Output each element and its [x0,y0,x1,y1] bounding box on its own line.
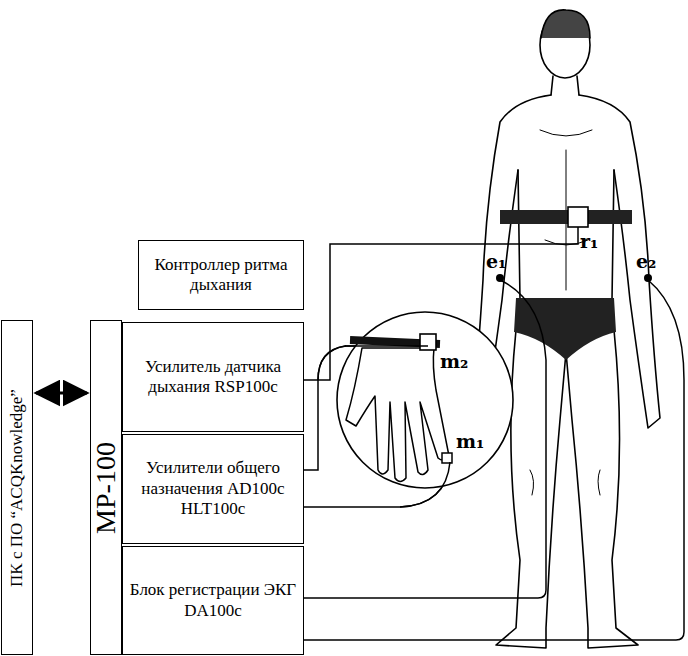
box-text: MP-100 [89,442,123,534]
box-text: Блок регистрации ЭКГ DA100c [123,580,303,621]
controller-box: Контроллер ритма дыхания [138,240,304,310]
double-arrow [36,392,87,395]
box-text: Контроллер ритма дыхания [139,255,303,296]
ecg-unit-box: Блок регистрации ЭКГ DA100c [122,546,304,655]
box-text: Усилитель датчика дыхания RSP100c [123,357,303,398]
sensor-label: r₁ [580,232,598,251]
sensor-label: e₁ [486,252,506,271]
sensor-label: e₂ [636,252,656,271]
box-text: Усилители общего назначения AD100c HLT10… [123,458,303,519]
amplifier-box: Усилители общего назначения AD100c HLT10… [122,434,304,544]
box-text: ПК с ПО “ACQKnowledge” [7,389,27,587]
computer-box: ПК с ПО “ACQKnowledge” [1,320,33,655]
sensor-label: m₂ [440,352,468,371]
sensor-label: m₁ [456,432,484,451]
amplifier-box: Усилитель датчика дыхания RSP100c [122,322,304,432]
daq-unit-box: MP-100 [90,320,122,655]
